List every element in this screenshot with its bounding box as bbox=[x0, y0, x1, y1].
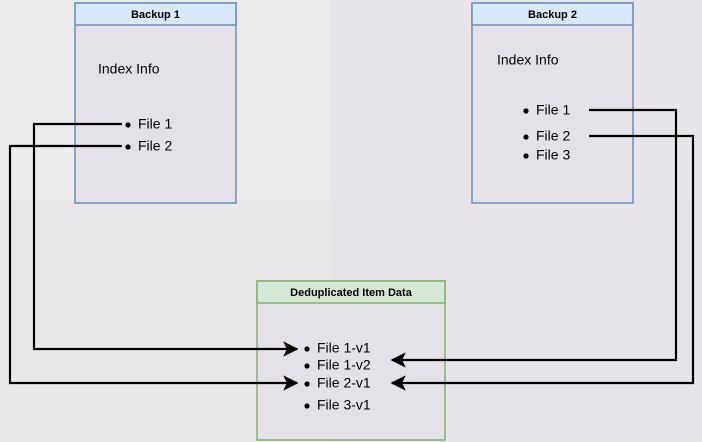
bullet-dot-icon bbox=[304, 403, 310, 409]
dedup-header-bg bbox=[256, 280, 446, 304]
backup2-item-file3[interactable]: File 3 bbox=[523, 147, 570, 163]
connector-backup1-file1-to-file1v1 bbox=[32, 122, 299, 357]
backup2-item-file1[interactable]: File 1 bbox=[523, 102, 570, 118]
dedup-header-title: Deduplicated Item Data bbox=[290, 287, 413, 299]
box-backup1[interactable]: Backup 1 Index Info File 1 File 2 bbox=[74, 2, 237, 204]
box-deduplicated-item-data[interactable]: Deduplicated Item Data File 1-v1 File 1-… bbox=[256, 280, 446, 441]
backup2-body bbox=[471, 2, 634, 204]
backup2-item-file2[interactable]: File 2 bbox=[523, 128, 570, 144]
backup1-item-label: File 1 bbox=[138, 116, 172, 132]
bullet-dot-icon bbox=[304, 363, 310, 369]
connector-backup1-file2-to-file2v1 bbox=[8, 144, 299, 391]
connector-layer bbox=[8, 108, 695, 391]
connector-backup2-file1-to-file1v2 bbox=[390, 108, 678, 368]
bullet-dot-icon bbox=[304, 381, 310, 387]
dedup-item-label: File 2-v1 bbox=[317, 375, 371, 391]
bullet-dot-icon bbox=[125, 122, 131, 128]
dedup-item-file2v1[interactable]: File 2-v1 bbox=[304, 375, 371, 391]
backup2-header-bg bbox=[471, 2, 634, 26]
box-backup2[interactable]: Backup 2 Index Info File 1 File 2 File 3 bbox=[471, 2, 634, 204]
dedup-item-label: File 1-v1 bbox=[317, 340, 371, 356]
backup2-item-label: File 2 bbox=[536, 128, 570, 144]
bullet-dot-icon bbox=[523, 153, 529, 159]
bullet-dot-icon bbox=[304, 346, 310, 352]
backup2-header-title: Backup 2 bbox=[528, 9, 577, 21]
bullet-dot-icon bbox=[523, 108, 529, 114]
backup1-header-bg bbox=[74, 2, 237, 26]
connector-backup2-file2-to-file2v1 bbox=[390, 134, 695, 391]
bullet-dot-icon bbox=[125, 144, 131, 150]
dedup-item-file1v2[interactable]: File 1-v2 bbox=[304, 357, 371, 373]
backup1-item-file2[interactable]: File 2 bbox=[125, 138, 172, 154]
backup2-item-label: File 1 bbox=[536, 102, 570, 118]
backup1-body bbox=[74, 2, 237, 204]
backup1-item-label: File 2 bbox=[138, 138, 172, 154]
backup1-header-title: Backup 1 bbox=[131, 9, 180, 21]
dedup-item-file3v1[interactable]: File 3-v1 bbox=[304, 397, 371, 413]
backup2-item-label: File 3 bbox=[536, 147, 570, 163]
backup1-index-info-label: Index Info bbox=[98, 61, 160, 77]
dedup-item-label: File 3-v1 bbox=[317, 397, 371, 413]
backup2-index-info-label: Index Info bbox=[497, 52, 559, 68]
backup1-item-file1[interactable]: File 1 bbox=[125, 116, 172, 132]
dedup-item-label: File 1-v2 bbox=[317, 357, 371, 373]
bullet-dot-icon bbox=[523, 134, 529, 140]
dedup-item-file1v1[interactable]: File 1-v1 bbox=[304, 340, 371, 356]
